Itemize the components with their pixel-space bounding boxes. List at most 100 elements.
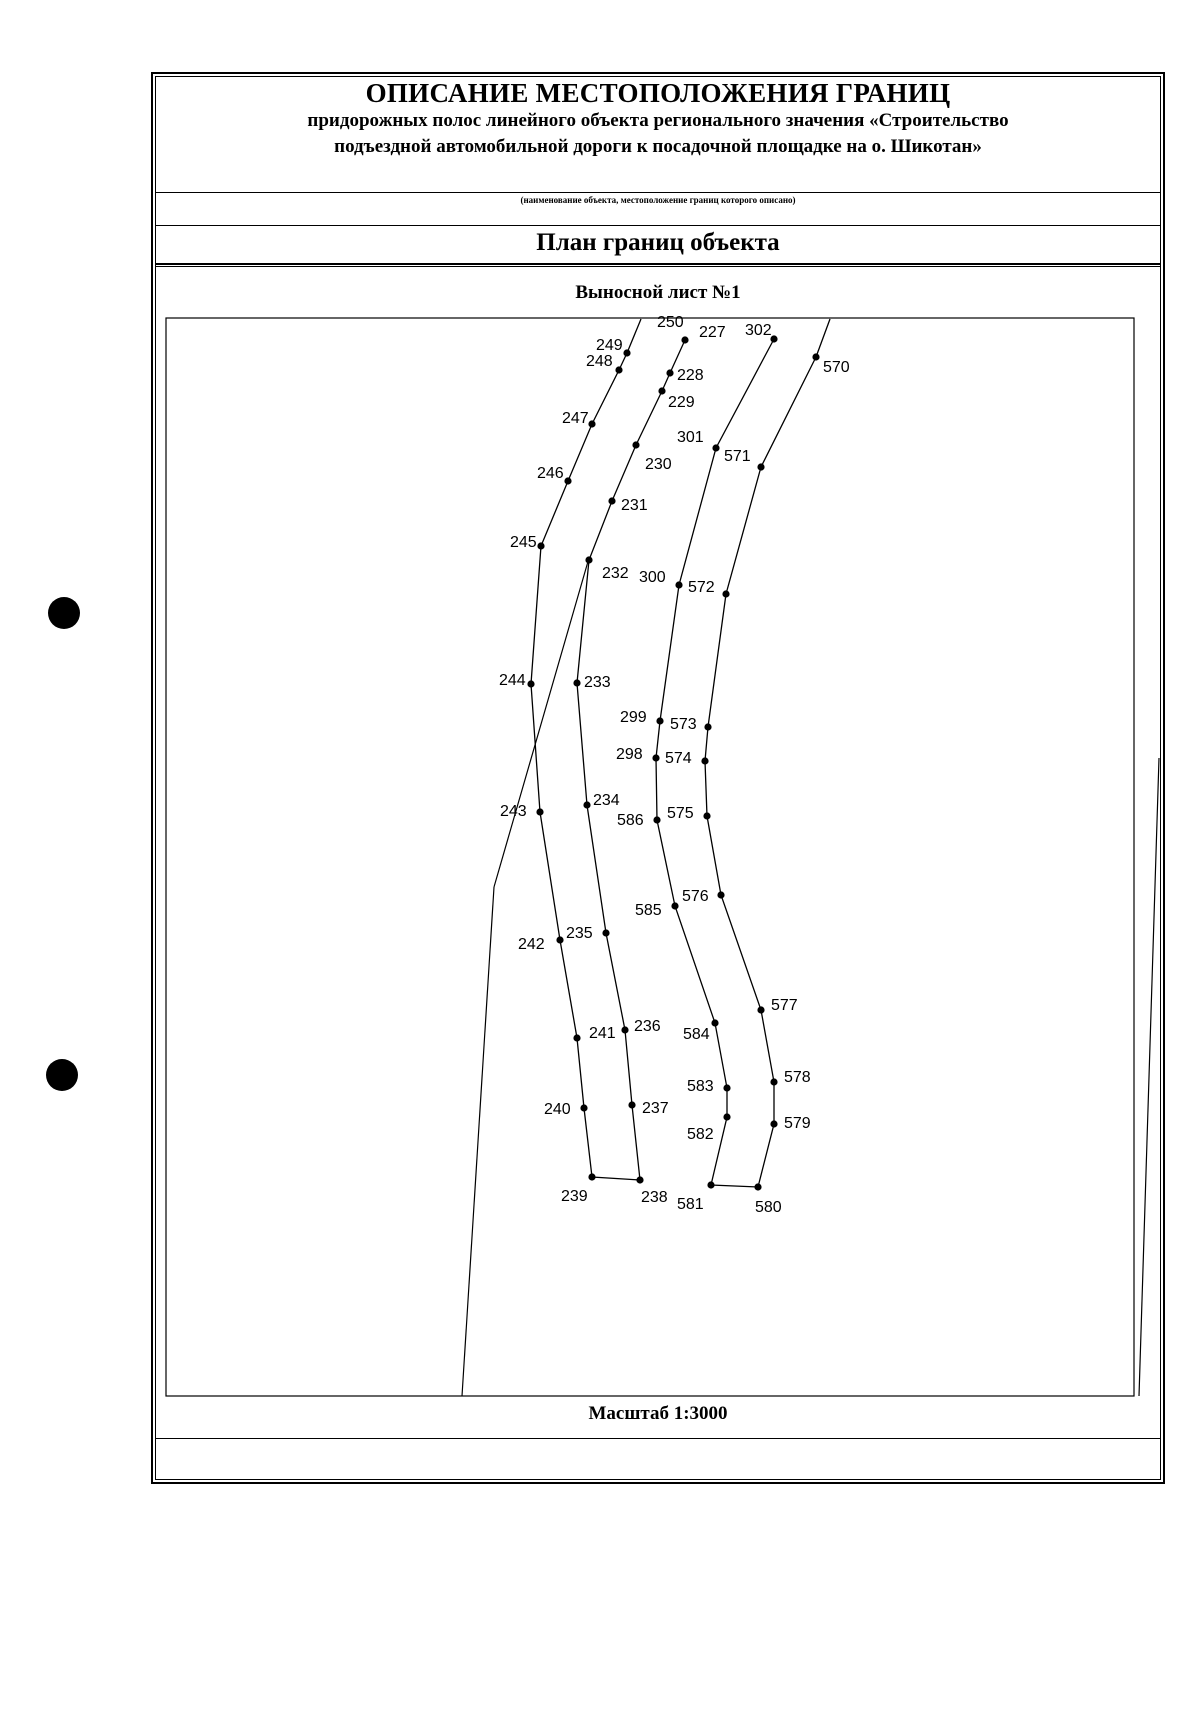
- boundary-point-238: [636, 1176, 644, 1184]
- point-label-573: 573: [670, 716, 697, 733]
- point-label-243: 243: [500, 803, 527, 820]
- point-label-578: 578: [784, 1069, 811, 1086]
- boundary-point-247: [588, 420, 596, 428]
- boundary-point-571: [757, 463, 765, 471]
- point-label-580: 580: [755, 1199, 782, 1216]
- reference-line-diagonal: [493, 557, 590, 888]
- document-inner-frame: [155, 76, 1161, 1480]
- point-label-576: 576: [682, 888, 709, 905]
- boundary-point-570: [812, 353, 820, 361]
- boundary-point-582: [723, 1113, 731, 1121]
- boundary-line-2-extension: [815, 318, 831, 358]
- point-label-229: 229: [668, 394, 695, 411]
- boundary-point-577: [757, 1006, 765, 1014]
- point-label-232: 232: [602, 565, 629, 582]
- point-label-231: 231: [621, 497, 648, 514]
- reference-line-left: [461, 886, 495, 1397]
- punch-hole-top: [48, 597, 80, 629]
- point-label-230: 230: [645, 456, 672, 473]
- boundary-point-298: [652, 754, 660, 762]
- boundary-point-227: [681, 336, 689, 344]
- boundary-point-233: [573, 679, 581, 687]
- reference-line-right: [1138, 757, 1160, 1397]
- point-label-577: 577: [771, 997, 798, 1014]
- boundary-point-231: [608, 497, 616, 505]
- boundary-point-575: [703, 812, 711, 820]
- point-label-249: 249: [596, 337, 623, 354]
- point-label-572: 572: [688, 579, 715, 596]
- point-label-582: 582: [687, 1126, 714, 1143]
- boundary-point-232: [585, 556, 593, 564]
- document-title: ОПИСАНИЕ МЕСТОПОЛОЖЕНИЯ ГРАНИЦ: [365, 78, 951, 108]
- point-label-579: 579: [784, 1115, 811, 1132]
- document-subtitle-line2: подъездной автомобильной дороги к посадо…: [334, 136, 982, 157]
- boundary-point-581: [707, 1181, 715, 1189]
- document-frame: [151, 72, 1165, 1484]
- boundary-point-580: [754, 1183, 762, 1191]
- boundary-line-1: [530, 318, 686, 1181]
- divider-section-inner: [155, 266, 1161, 267]
- boundary-point-578: [770, 1078, 778, 1086]
- boundary-point-586: [653, 816, 661, 824]
- point-label-299: 299: [620, 709, 647, 726]
- divider-caption-top: [155, 192, 1161, 193]
- boundary-point-228: [666, 369, 674, 377]
- point-label-235: 235: [566, 925, 593, 942]
- boundary-point-301: [712, 444, 720, 452]
- point-label-244: 244: [499, 672, 526, 689]
- plan-frame: [165, 317, 1135, 1397]
- point-label-233: 233: [584, 674, 611, 691]
- point-label-237: 237: [642, 1100, 669, 1117]
- boundary-point-234: [583, 801, 591, 809]
- boundary-point-230: [632, 441, 640, 449]
- point-label-236: 236: [634, 1018, 661, 1035]
- sheet-title: Выносной лист №1: [575, 282, 741, 303]
- point-label-228: 228: [677, 367, 704, 384]
- point-label-242: 242: [518, 936, 545, 953]
- point-label-301: 301: [677, 429, 704, 446]
- document-subtitle-line1: придорожных полос линейного объекта реги…: [307, 110, 1009, 131]
- point-label-234: 234: [593, 792, 620, 809]
- point-label-247: 247: [562, 410, 589, 427]
- point-label-586: 586: [617, 812, 644, 829]
- point-label-300: 300: [639, 569, 666, 586]
- boundary-point-299: [656, 717, 664, 725]
- point-label-246: 246: [537, 465, 564, 482]
- boundary-point-235: [602, 929, 610, 937]
- point-label-239: 239: [561, 1188, 588, 1205]
- boundary-point-241: [573, 1034, 581, 1042]
- boundary-point-239: [588, 1173, 596, 1181]
- boundary-point-249: [623, 349, 631, 357]
- point-label-298: 298: [616, 746, 643, 763]
- point-label-575: 575: [667, 805, 694, 822]
- boundary-point-574: [701, 757, 709, 765]
- point-label-240: 240: [544, 1101, 571, 1118]
- point-label-302: 302: [745, 322, 772, 339]
- boundary-point-579: [770, 1120, 778, 1128]
- boundary-point-246: [564, 477, 572, 485]
- boundary-point-300: [675, 581, 683, 589]
- point-label-570: 570: [823, 359, 850, 376]
- boundary-point-302: [770, 335, 778, 343]
- point-label-241: 241: [589, 1025, 616, 1042]
- boundary-point-585: [671, 902, 679, 910]
- boundary-point-243: [536, 808, 544, 816]
- divider-scale-bottom: [155, 1438, 1161, 1439]
- section-title: План границ объекта: [536, 229, 780, 256]
- point-label-250: 250: [657, 314, 684, 331]
- boundary-point-576: [717, 891, 725, 899]
- point-label-584: 584: [683, 1026, 710, 1043]
- point-label-585: 585: [635, 902, 662, 919]
- point-label-245: 245: [510, 534, 537, 551]
- boundary-point-584: [711, 1019, 719, 1027]
- boundary-point-242: [556, 936, 564, 944]
- scale-label: Масштаб 1:3000: [588, 1403, 728, 1424]
- point-label-238: 238: [641, 1189, 668, 1206]
- boundary-point-248: [615, 366, 623, 374]
- boundary-point-244: [527, 680, 535, 688]
- point-label-583: 583: [687, 1078, 714, 1095]
- divider-caption-bottom: [155, 225, 1161, 226]
- boundary-point-229: [658, 387, 666, 395]
- point-label-571: 571: [724, 448, 751, 465]
